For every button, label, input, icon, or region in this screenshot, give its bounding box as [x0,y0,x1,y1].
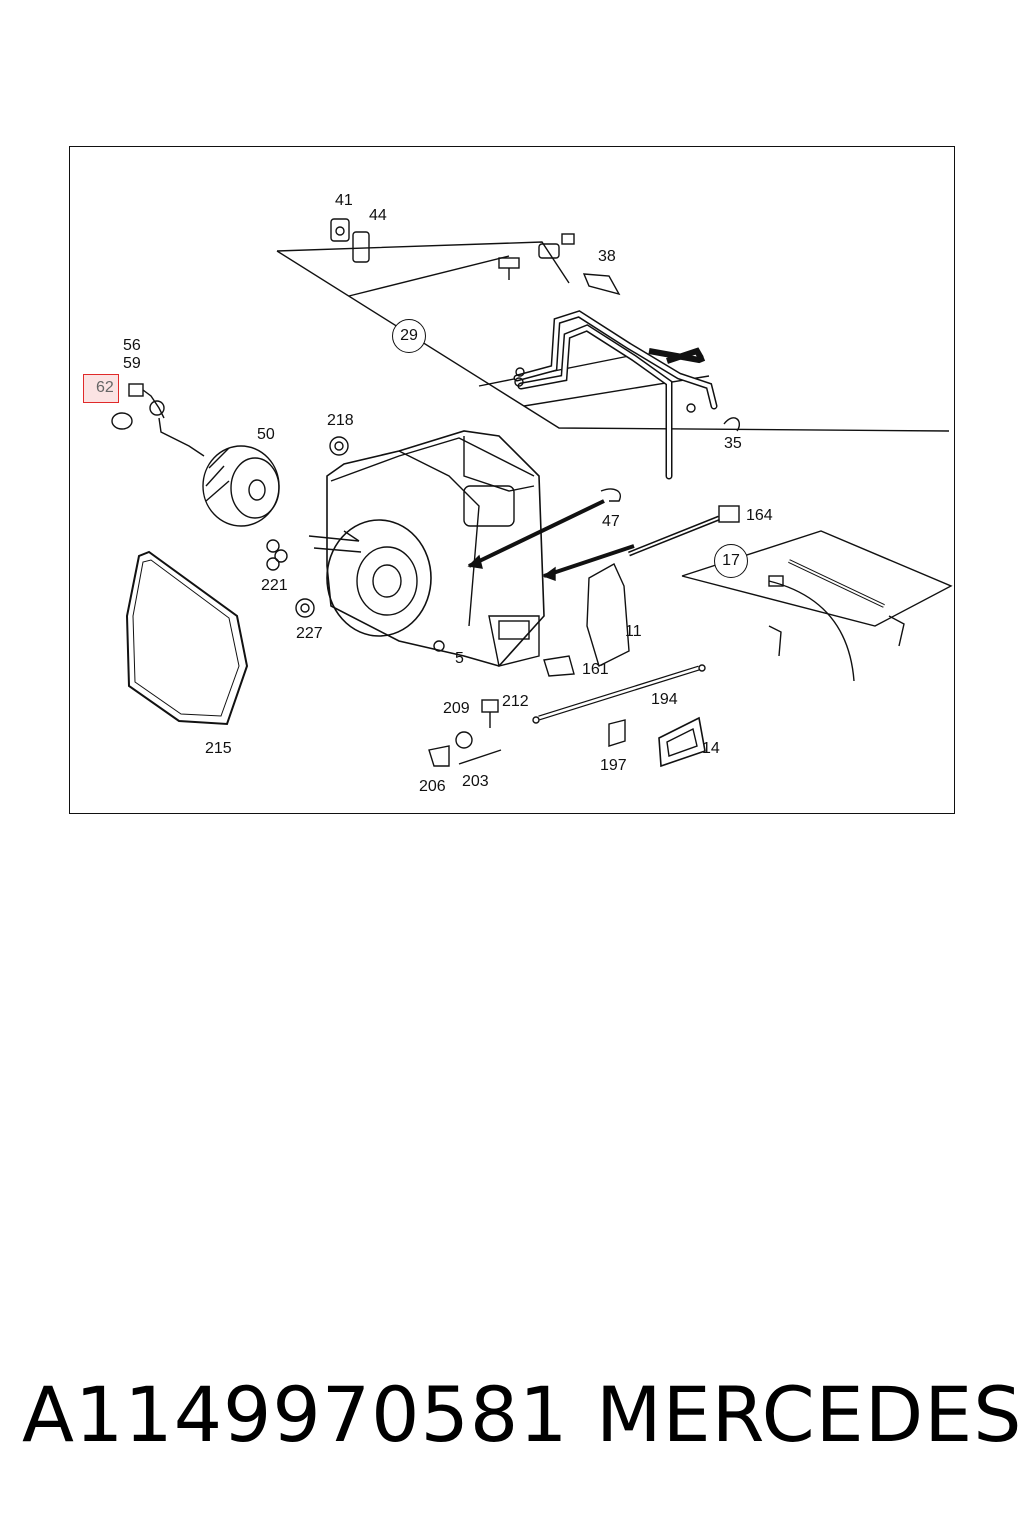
callout-164: 164 [746,507,773,524]
actuator-rod [628,505,740,557]
clip-part [600,488,621,502]
callout-161: 161 [582,661,609,678]
linkage-group [681,530,953,682]
callout-212: 212 [502,693,529,710]
callout-209: 209 [443,700,470,717]
clip-197 [608,719,626,747]
callout-227: 227 [296,625,323,642]
callout-47: 47 [602,513,620,530]
fasteners [428,699,502,767]
brand-name: MERCEDES [596,1370,1023,1459]
connector-parts [111,383,205,457]
callout-11: 11 [625,623,642,640]
callout-17: 17 [714,544,748,578]
callout-197: 197 [600,757,627,774]
outlet-frame [658,716,706,768]
grommets [266,436,349,618]
callout-218: 218 [327,412,354,429]
callout-14: 14 [702,740,720,757]
footer: A1149970581 MERCEDES [0,1370,1024,1470]
callout-41: 41 [335,192,353,209]
pipe-assembly-group [276,218,950,480]
callout-56: 56 [123,337,141,354]
exploded-parts-drawing [111,218,953,768]
callout-29: 29 [392,319,426,353]
callout-221: 221 [261,577,288,594]
callout-38: 38 [598,248,616,265]
callout-59: 59 [123,355,141,372]
callout-50: 50 [257,426,275,443]
flap-panel [586,563,630,667]
gasket-seal [125,550,249,726]
arrows [467,499,635,581]
callout-194: 194 [651,691,678,708]
part-number: A1149970581 [22,1370,569,1459]
callout-44: 44 [369,207,387,224]
callout-62-highlighted[interactable]: 62 [83,374,119,403]
blower-motor [202,445,280,527]
hvac-housing [308,430,545,667]
callout-5: 5 [455,650,464,667]
callout-215: 215 [205,740,232,757]
bracket-161 [543,655,575,677]
control-rod [532,664,706,724]
callout-203: 203 [462,773,489,790]
callout-206: 206 [419,778,446,795]
callout-35: 35 [724,435,742,452]
